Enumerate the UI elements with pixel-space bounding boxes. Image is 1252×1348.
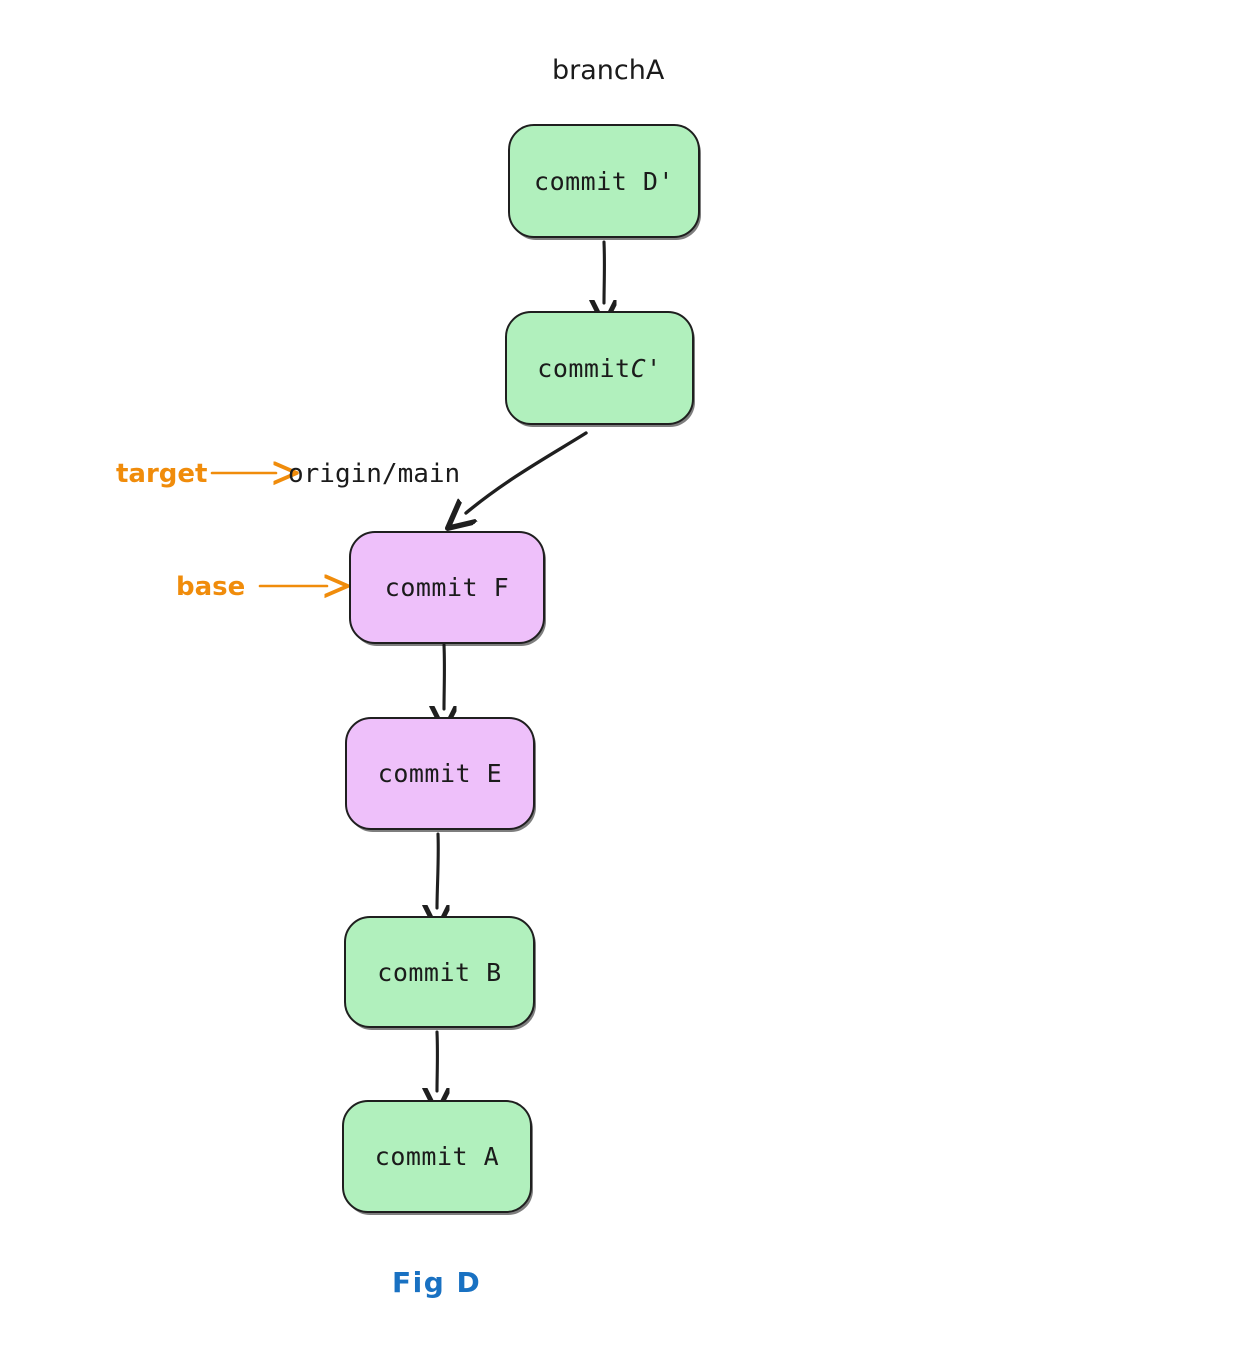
commit-node-c-prime[interactable]: commit C' (505, 311, 694, 425)
commit-node-label: commit E (377, 759, 503, 788)
annotation-label-target: target (116, 459, 208, 489)
commit-node-a[interactable]: commit A (342, 1100, 532, 1213)
commit-node-f[interactable]: commit F (349, 531, 545, 644)
edge-C1-to-F (466, 431, 588, 513)
annotation-label-base: base (176, 572, 246, 602)
edge-E-to-B (437, 832, 438, 908)
branch-label-brancha: branchA (552, 55, 665, 86)
commit-node-label: commit (537, 353, 631, 383)
commit-node-label: commit A (374, 1142, 500, 1171)
commit-node-label-italic: C' (630, 353, 662, 383)
figure-caption: Fig D (392, 1266, 482, 1299)
ref-label-origin-main: origin/main (288, 459, 461, 489)
commit-node-label: commit F (384, 573, 510, 602)
commit-node-e[interactable]: commit E (345, 717, 535, 830)
commit-node-label: commit B (377, 957, 502, 987)
commit-node-label: commit D' (534, 166, 674, 196)
commit-node-b[interactable]: commit B (344, 916, 535, 1028)
commit-node-d-prime[interactable]: commit D' (508, 124, 700, 238)
